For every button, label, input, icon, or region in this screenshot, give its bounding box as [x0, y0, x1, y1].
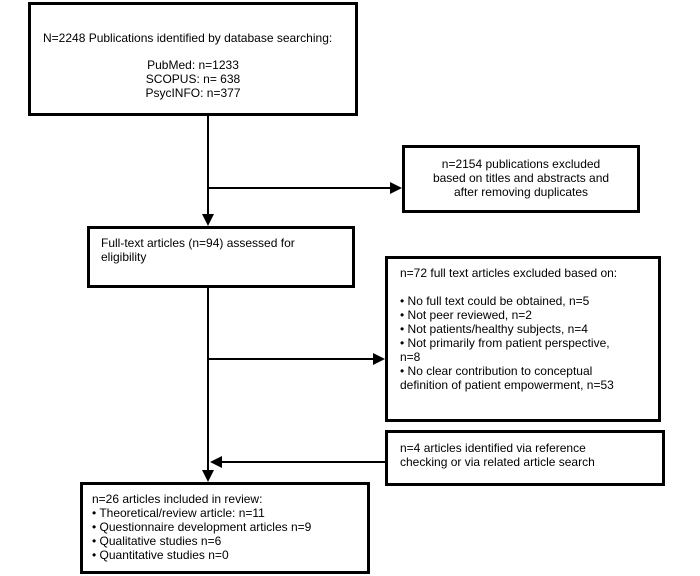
full-text-excluded-title: n=72 full text articles excluded based o… [400, 266, 618, 280]
exclusion-reason-continued: n=8 [400, 350, 421, 364]
additional-identified-box: n=4 articles identified via reference ch… [385, 430, 665, 486]
identification-box: N=2248 Publications identified by databa… [28, 2, 358, 116]
included-title: n=26 articles included in review: [92, 492, 263, 506]
excluded-line-3: after removing duplicates [453, 185, 589, 199]
exclusion-reason: • Not peer reviewed, n=2 [400, 308, 532, 322]
connector-identification-to-assessed [207, 116, 209, 214]
connector-to-full-text-excluded [208, 358, 373, 360]
arrow-left-from-additional [210, 456, 222, 468]
exclusion-reason-continued: definition of patient empowerment, n=53 [400, 378, 614, 392]
excluded-line-1: n=2154 publications excluded [441, 157, 601, 171]
included-list: • Theoretical/review article: n=11 • Que… [92, 506, 367, 562]
excluded-line-2: based on titles and abstracts and [432, 171, 610, 185]
connector-assessed-to-included [207, 288, 209, 470]
psycinfo-count: PsycINFO: n=377 [145, 86, 241, 100]
connector-to-title-excluded [208, 187, 390, 189]
arrow-down-to-assessed [202, 214, 214, 226]
connector-from-additional [222, 461, 385, 463]
exclusion-reason: • Not primarily from patient perspective… [400, 336, 610, 350]
included-box: n=26 articles included in review: • Theo… [80, 482, 370, 574]
scopus-count: SCOPUS: n= 638 [145, 72, 241, 86]
exclusion-reason: • No clear contribution to conceptual [400, 364, 593, 378]
identification-title: N=2248 Publications identified by databa… [43, 31, 333, 45]
included-item: • Questionnaire development articles n=9 [92, 520, 312, 534]
arrow-right-to-full-text-excluded [373, 353, 385, 365]
additional-line-2: checking or via related article search [400, 455, 595, 469]
exclusion-reason: • No full text could be obtained, n=5 [400, 294, 590, 308]
assessed-line-2: eligibility [101, 250, 147, 264]
arrow-right-to-title-excluded [390, 182, 402, 194]
included-item: • Qualitative studies n=6 [92, 534, 222, 548]
full-text-assessed-box: Full-text articles (n=94) assessed for e… [87, 226, 355, 288]
title-abstract-excluded-box: n=2154 publications excluded based on ti… [402, 145, 640, 213]
assessed-line-1: Full-text articles (n=94) assessed for [101, 236, 295, 250]
arrow-down-to-included [202, 470, 214, 482]
exclusion-reason: • Not patients/healthy subjects, n=4 [400, 322, 588, 336]
exclusion-reasons-list: • No full text could be obtained, n=5 • … [400, 294, 658, 392]
pubmed-count: PubMed: n=1233 [147, 58, 239, 72]
additional-line-1: n=4 articles identified via reference [400, 441, 586, 455]
included-item: • Quantitative studies n=0 [92, 548, 229, 562]
full-text-excluded-box: n=72 full text articles excluded based o… [385, 256, 661, 422]
database-counts: PubMed: n=1233 SCOPUS: n= 638 PsycINFO: … [31, 58, 355, 100]
included-item: • Theoretical/review article: n=11 [92, 506, 265, 520]
